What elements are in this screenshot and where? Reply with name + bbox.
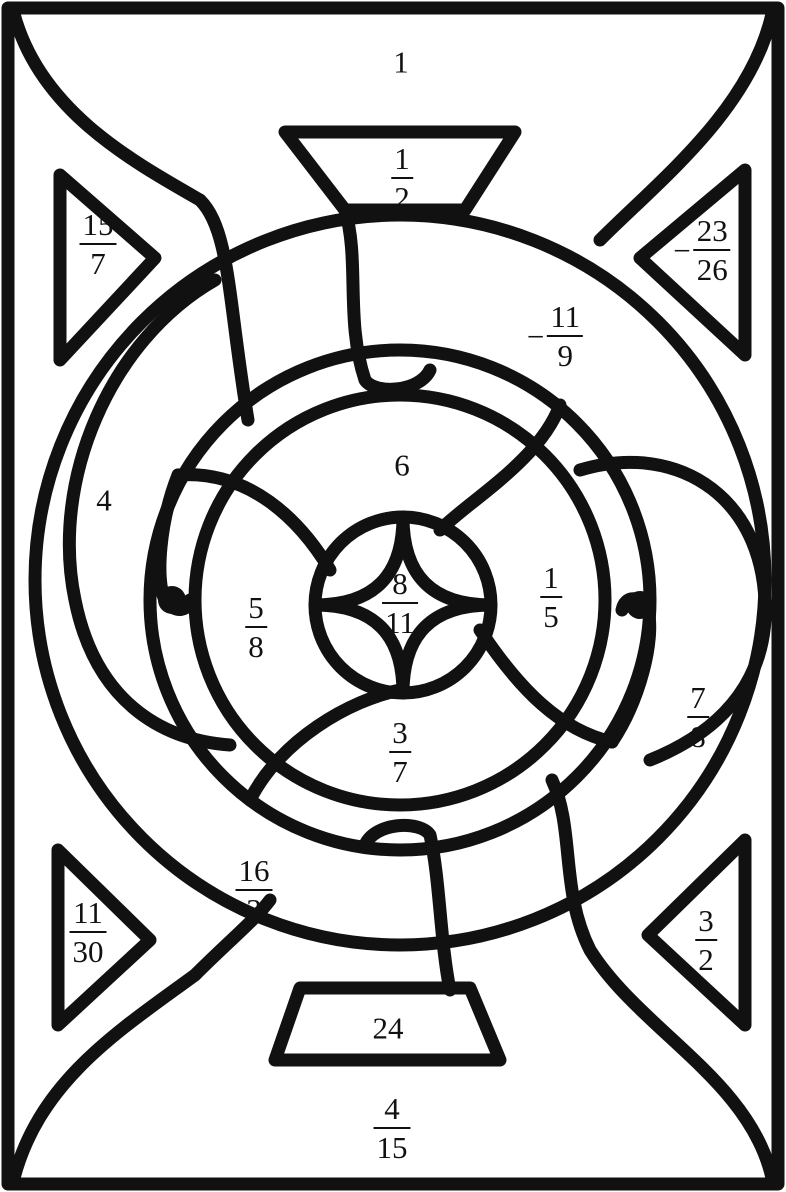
label-bottom-goblet-text: 24 <box>373 1011 404 1046</box>
numerator: 5 <box>245 592 267 626</box>
label-bottom-goblet: 24 <box>373 1013 404 1044</box>
label-inner-top: 6 <box>394 450 410 481</box>
numerator: 23 <box>694 215 731 249</box>
denominator: 8 <box>245 628 267 662</box>
numerator: 1 <box>391 143 413 177</box>
denominator: 11 <box>382 604 418 638</box>
denominator: 2 <box>695 941 717 975</box>
numerator: 7 <box>687 682 709 716</box>
denominator: 5 <box>540 598 562 632</box>
denominator: 15 <box>374 1129 411 1163</box>
denominator: 26 <box>694 251 731 285</box>
left-hook-knob <box>158 586 186 614</box>
label-left-band: 4 <box>96 485 112 516</box>
denominator: 3 <box>243 891 265 925</box>
denominator: 30 <box>70 933 107 967</box>
numerator: 1 <box>540 562 562 596</box>
numerator: 3 <box>695 905 717 939</box>
numerator: 11 <box>547 301 583 335</box>
label-top-text: 1 <box>393 45 409 80</box>
numerator: 8 <box>389 568 411 602</box>
numerator: 4 <box>381 1093 403 1127</box>
minus-sign: − <box>673 235 693 266</box>
denominator: 7 <box>389 753 411 787</box>
denominator: 7 <box>87 245 109 279</box>
numerator: 3 <box>389 717 411 751</box>
denominator: 9 <box>554 337 576 371</box>
numerator: 15 <box>80 209 117 243</box>
right-hook <box>612 599 650 742</box>
numerator: 11 <box>70 897 106 931</box>
numerator: 16 <box>236 855 273 889</box>
right-hook-knob <box>626 591 654 619</box>
minus-sign: − <box>527 321 547 352</box>
swirl-bottom <box>250 690 400 800</box>
denominator: 2 <box>391 179 413 213</box>
label-top: 1 <box>393 47 409 78</box>
label-inner-top-text: 6 <box>394 448 410 483</box>
denominator: 8 <box>687 718 709 752</box>
top-goblet-stem <box>345 210 430 389</box>
label-left-band-text: 4 <box>96 483 112 518</box>
